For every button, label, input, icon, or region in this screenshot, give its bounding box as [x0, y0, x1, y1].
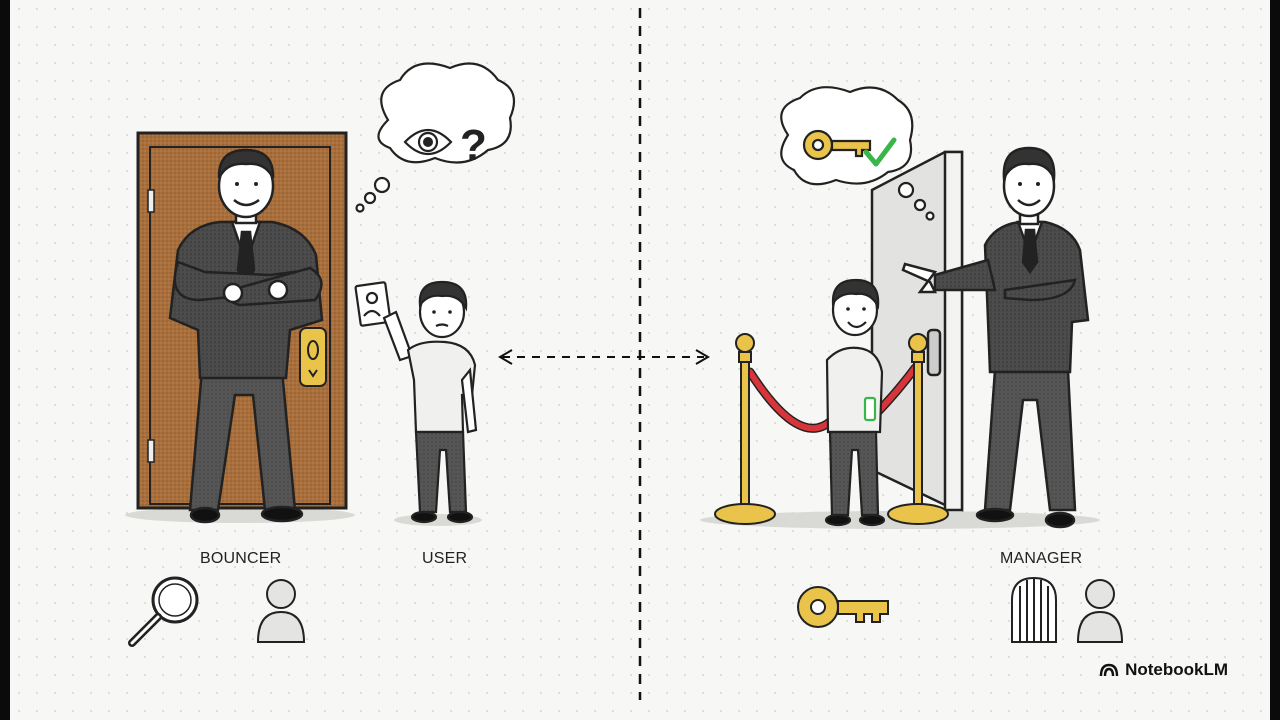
key-icon — [802, 129, 872, 161]
user-figure-right — [824, 278, 886, 527]
illustration-canvas: ? — [10, 0, 1270, 720]
user-label: USER — [422, 550, 468, 567]
comparison-arrow — [498, 349, 710, 365]
checkmark-icon — [863, 137, 897, 167]
gate-icon — [1011, 576, 1057, 643]
stanchion-left — [714, 333, 776, 525]
notebooklm-brand: NotebookLM — [1099, 660, 1228, 680]
question-mark-icon: ? — [460, 121, 487, 170]
bouncer-label: BOUNCER — [200, 550, 282, 567]
eye-icon — [403, 128, 453, 156]
thought-bubble-right — [780, 86, 935, 221]
person-icon — [256, 579, 306, 643]
id-card-icon — [354, 281, 392, 327]
brand-name: NotebookLM — [1125, 660, 1228, 679]
magnifying-glass-icon — [128, 576, 199, 647]
key-icon-bottom — [797, 586, 889, 628]
notebooklm-logo-icon — [1099, 663, 1119, 677]
manager-figure — [901, 146, 1090, 529]
bouncer-scene — [125, 131, 355, 524]
bouncer-figure — [168, 148, 324, 524]
person-icon-manager — [1076, 579, 1124, 643]
thought-bubble-left: ? — [355, 62, 516, 213]
illustration: ? — [125, 8, 1124, 700]
manager-label: MANAGER — [1000, 550, 1083, 567]
user-figure-left — [354, 280, 482, 526]
stanchion-right — [887, 333, 949, 525]
